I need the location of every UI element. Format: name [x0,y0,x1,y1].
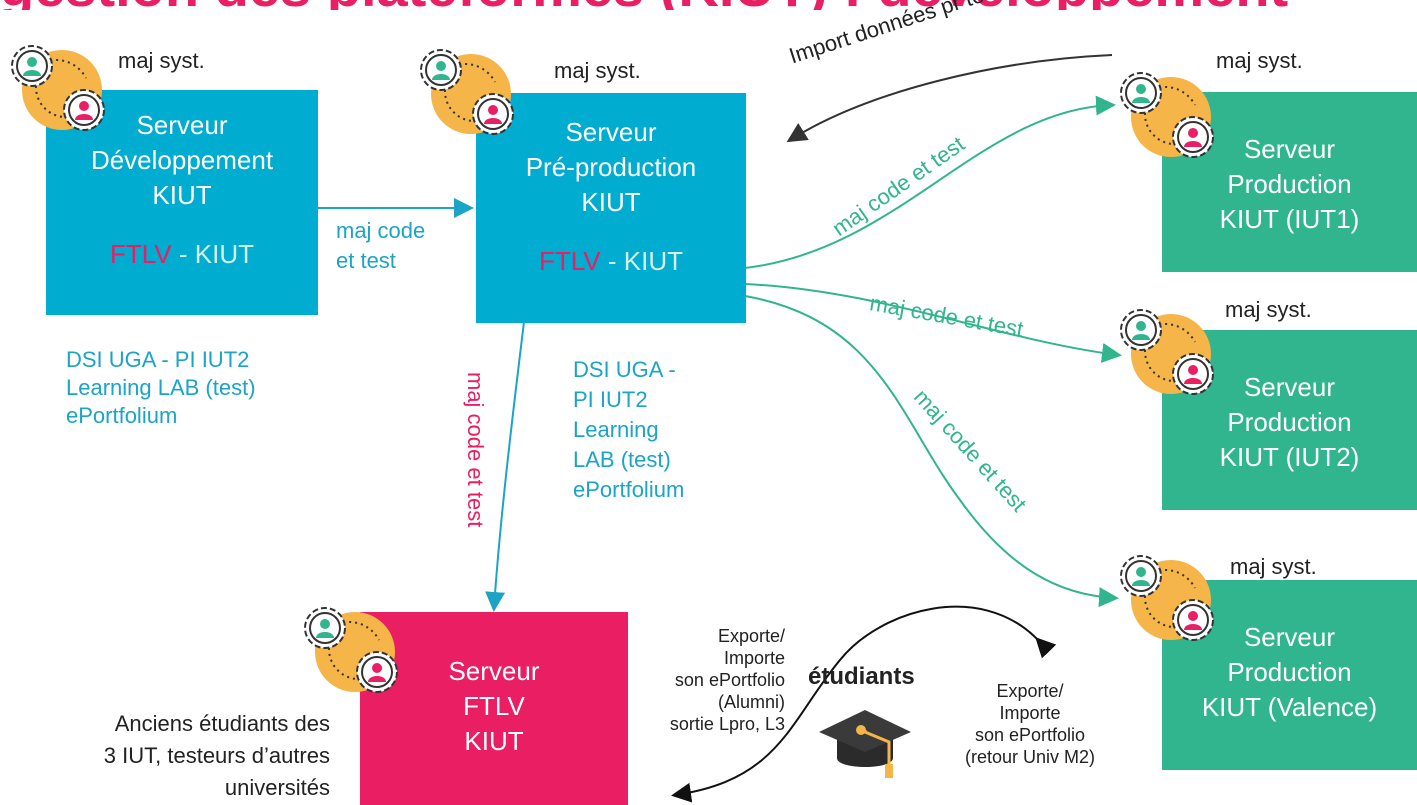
gear-user-icon [1113,65,1223,170]
gear-user-icon [4,38,114,143]
arrow-students [671,605,1057,803]
server-ftlv-line1: Serveur [448,656,540,686]
server-prod-iut1-line1: Serveur [1243,134,1336,164]
server-prod-iut1: Serveur Production KIUT (IUT1) [1162,92,1417,272]
students-right-note: Exporte/ Importe son ePortfolio (retour … [930,680,1130,768]
maj-syst-label: maj syst. [554,58,641,83]
students-left-note: Exporte/ Importe son ePortfolio (Alumni)… [615,625,785,735]
maj-syst-label: maj syst. [1230,554,1317,579]
gear-user-icon [1113,302,1223,407]
sep-text: - [600,246,624,276]
students-right-line: Importe [999,703,1061,723]
preprod-team-line: Learning [573,417,659,442]
students-left-line: son ePortfolio [674,670,785,690]
kiut-text: KIUT [623,246,683,276]
maj-syst-label: maj syst. [1225,297,1312,322]
students-label: étudiants [808,663,915,690]
ftlv-text: FTLV [110,239,172,269]
server-prod-valence-line2: Production [1227,657,1352,687]
anciens-line: 3 IUT, testeurs d’autres [103,743,330,768]
arrow-prod3 [744,295,1119,608]
server-preprod-ftlv-kiut: FTLV - KIUT [476,244,746,279]
server-prod-iut1-line3: KIUT (IUT1) [1219,204,1360,234]
server-dev-line3: KIUT [152,180,212,210]
server-preprod: Serveur Pré-production KIUT FTLV - KIUT [476,93,746,323]
gear-user-icon [297,600,407,705]
gear-user-icon [413,42,523,147]
dev-team-line: ePortfolium [66,403,178,428]
server-dev-line1: Serveur [136,110,228,140]
dev-preprod-label: maj code et test [336,216,425,276]
server-dev-ftlv-kiut: FTLV - KIUT [46,237,318,272]
arrow-prod1 [744,95,1116,269]
server-dev: Serveur Développement KIUT FTLV - KIUT [46,90,318,315]
server-ftlv: Serveur FTLV KIUT [360,612,628,805]
ftlv-arrow-label: maj code et test [463,372,488,528]
dev-preprod-line: et test [336,248,396,273]
students-left-line: Importe [723,648,785,668]
preprod-team-line: LAB (test) [573,447,671,472]
server-dev-line2: Développement [90,145,274,175]
maj-syst-label: maj syst. [118,48,205,73]
sep-text: - [171,239,195,269]
preprod-team-line: ePortfolium [573,477,685,502]
server-prod-iut2-line1: Serveur [1243,372,1336,402]
slide-title: gestion des plateformes (KIUT) : dévelop… [0,0,1417,10]
preprod-team-note: DSI UGA - PI IUT2 Learning LAB (test) eP… [573,355,684,505]
preprod-team-line: PI IUT2 [573,387,648,412]
anciens-line: universités [224,775,330,800]
server-ftlv-line3: KIUT [464,726,524,756]
students-right-line: Exporte/ [996,681,1064,701]
server-prod-iut1-line2: Production [1227,169,1352,199]
preprod-team-line: DSI UGA - [573,357,676,382]
dev-team-note: DSI UGA - PI IUT2 Learning LAB (test) eP… [66,346,256,430]
arrow-import [786,54,1113,143]
gear-user-icon [1113,548,1223,653]
ftlv-text: FTLV [539,246,601,276]
server-prod-valence-line3: KIUT (Valence) [1201,692,1378,722]
server-prod-valence-line1: Serveur [1243,622,1336,652]
dev-preprod-line: maj code [336,218,426,243]
anciens-line: Anciens étudiants des [114,711,330,736]
server-ftlv-line2: FTLV [463,691,525,721]
server-prod-iut2-line2: Production [1227,407,1352,437]
graduation-cap-icon [819,710,911,778]
arrow-prod2 [744,283,1122,363]
dev-team-line: Learning LAB (test) [66,375,256,400]
students-left-line: sortie Lpro, L3 [669,714,785,734]
students-right-line: (retour Univ M2) [964,747,1096,767]
dev-team-line: DSI UGA - PI IUT2 [66,347,250,372]
maj-syst-label: maj syst. [1216,48,1303,73]
arrow-ftlv [485,321,525,612]
students-left-line: Exporte/ [717,626,785,646]
anciens-note: Anciens étudiants des 3 IUT, testeurs d’… [30,708,330,804]
server-preprod-line2: Pré-production [525,152,697,182]
students-right-line: son ePortfolio [974,725,1086,745]
server-preprod-line1: Serveur [565,117,657,147]
server-preprod-line3: KIUT [581,187,641,217]
students-left-line: (Alumni) [717,692,785,712]
server-prod-iut2-line3: KIUT (IUT2) [1219,442,1360,472]
kiut-text: KIUT [194,239,254,269]
